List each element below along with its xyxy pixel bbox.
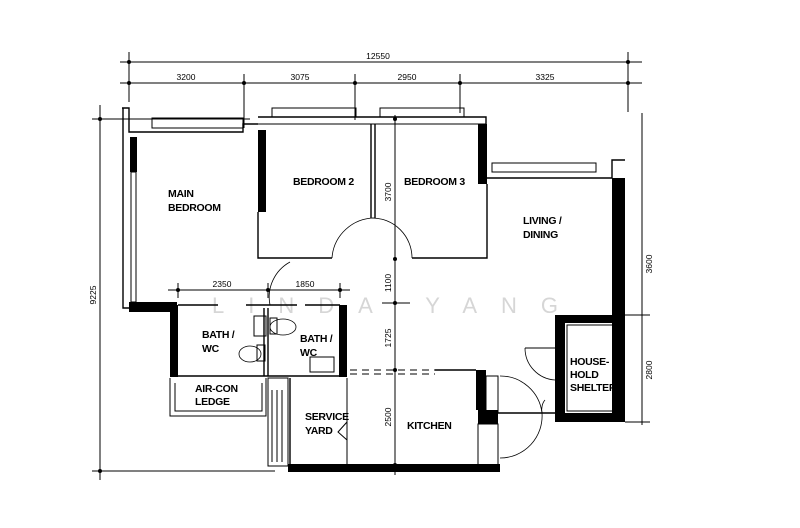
room-aircon-ledge: AIR-CON LEDGE — [195, 383, 238, 408]
svg-text:WC: WC — [300, 347, 318, 359]
dim-12550: 12550 — [366, 51, 390, 61]
dim-3325: 3325 — [536, 72, 555, 82]
dim-3700: 3700 — [383, 182, 393, 201]
svg-text:HOUSE-: HOUSE- — [570, 356, 610, 368]
dim-1725: 1725 — [383, 328, 393, 347]
svg-text:SHELTER: SHELTER — [570, 382, 617, 394]
svg-text:DINING: DINING — [523, 229, 558, 241]
room-kitchen: KITCHEN — [407, 420, 452, 432]
room-living-dining: LIVING / DINING — [523, 215, 562, 241]
svg-text:SERVICE: SERVICE — [305, 411, 349, 423]
center-depth-dimensions: 3700 1100 1725 2500 — [382, 115, 410, 475]
dim-9225: 9225 — [88, 285, 98, 304]
width-dimensions: 3200 3075 2950 3325 — [120, 72, 642, 128]
dim-2950: 2950 — [398, 72, 417, 82]
room-bath-1: BATH / WC — [202, 329, 235, 355]
dim-3200: 3200 — [177, 72, 196, 82]
dim-1850: 1850 — [296, 279, 315, 289]
svg-text:MAIN: MAIN — [168, 188, 194, 200]
dim-3075: 3075 — [291, 72, 310, 82]
dim-3600: 3600 — [644, 254, 654, 273]
dim-2500: 2500 — [383, 407, 393, 426]
walls — [122, 107, 625, 472]
svg-text:BATH /: BATH / — [300, 333, 333, 345]
room-service-yard: SERVICE YARD — [305, 411, 349, 437]
bath-dimensions: 2350 1850 — [168, 279, 350, 298]
dim-2800: 2800 — [644, 360, 654, 379]
svg-text:BEDROOM: BEDROOM — [168, 202, 221, 214]
overall-width-dimension: 12550 — [120, 51, 642, 112]
svg-text:LIVING /: LIVING / — [523, 215, 562, 227]
room-household-shelter: HOUSE- HOLD SHELTER — [570, 356, 617, 394]
right-depth-dimensions: 3600 2800 — [625, 113, 654, 425]
overall-depth-dimension: 9225 — [88, 105, 275, 480]
svg-text:WC: WC — [202, 343, 220, 355]
svg-text:HOLD: HOLD — [570, 369, 599, 381]
svg-text:LEDGE: LEDGE — [195, 396, 230, 408]
room-bath-2: BATH / WC — [300, 333, 333, 359]
dim-1100: 1100 — [383, 274, 393, 293]
svg-text:BATH /: BATH / — [202, 329, 235, 341]
dim-2350: 2350 — [213, 279, 232, 289]
room-bedroom-3: BEDROOM 3 — [404, 176, 465, 188]
room-main-bedroom: MAIN BEDROOM — [168, 188, 222, 214]
svg-text:AIR-CON: AIR-CON — [195, 383, 238, 395]
svg-text:YARD: YARD — [305, 425, 333, 437]
room-bedroom-2: BEDROOM 2 — [293, 176, 354, 188]
